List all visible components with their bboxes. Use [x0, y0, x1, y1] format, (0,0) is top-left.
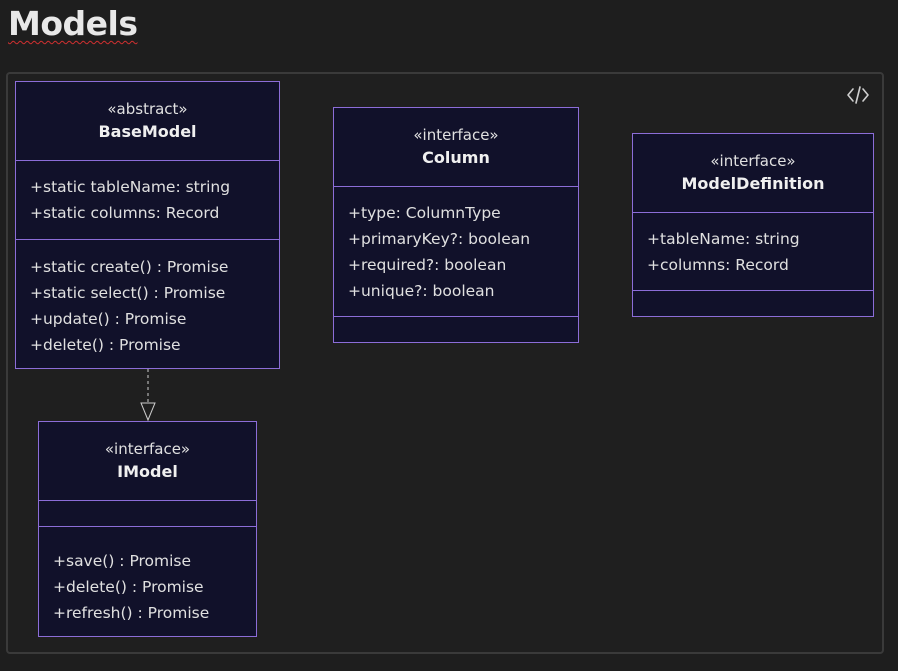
attribute-item: +static tableName: string	[30, 178, 231, 196]
methods-section: +save() : Promise +delete() : Promise +r…	[39, 527, 256, 626]
class-name: Column	[422, 148, 490, 167]
class-header: «interface» ModelDefinition	[633, 134, 873, 213]
method-item: +delete() : Promise	[30, 336, 181, 354]
class-stereotype: «interface»	[104, 440, 191, 458]
class-stereotype: «interface»	[413, 126, 499, 144]
class-stereotype: «interface»	[710, 152, 796, 170]
class-basemodel[interactable]: «abstract» BaseModel +static tableName: …	[15, 81, 280, 369]
attributes-section: +type: ColumnType +primaryKey?: boolean …	[334, 187, 578, 317]
method-item: +update() : Promise	[30, 310, 187, 328]
method-item: +save() : Promise	[53, 552, 192, 570]
class-name: ModelDefinition	[681, 174, 825, 193]
class-header: «interface» IModel	[39, 422, 256, 501]
class-imodel[interactable]: «interface» IModel +save() : Promise +de…	[38, 421, 257, 637]
attribute-item: +required?: boolean	[348, 256, 507, 274]
attribute-item: +columns: Record	[647, 256, 789, 274]
code-view-toggle-button[interactable]	[846, 84, 870, 106]
code-brackets-icon	[847, 86, 869, 104]
attribute-item: +unique?: boolean	[348, 282, 495, 300]
attributes-section	[39, 501, 256, 527]
attribute-item: +tableName: string	[647, 230, 800, 248]
attribute-item: +static columns: Record	[30, 204, 220, 222]
method-item: +static create() : Promise	[30, 258, 229, 276]
class-name: BaseModel	[98, 122, 197, 141]
class-column[interactable]: «interface» Column +type: ColumnType +pr…	[333, 107, 579, 343]
class-stereotype: «abstract»	[107, 100, 188, 118]
methods-section: +static create() : Promise +static selec…	[16, 240, 279, 358]
attribute-item: +primaryKey?: boolean	[348, 230, 531, 248]
class-name: IModel	[117, 462, 178, 481]
method-item: +delete() : Promise	[53, 578, 204, 596]
page-title: Models	[8, 4, 138, 43]
attributes-section: +static tableName: string +static column…	[16, 161, 279, 240]
class-header: «interface» Column	[334, 108, 578, 187]
attribute-item: +type: ColumnType	[348, 204, 501, 222]
class-header: «abstract» BaseModel	[16, 82, 279, 161]
method-item: +static select() : Promise	[30, 284, 226, 302]
method-item: +refresh() : Promise	[53, 604, 210, 622]
class-modeldefinition[interactable]: «interface» ModelDefinition +tableName: …	[632, 133, 874, 317]
attributes-section: +tableName: string +columns: Record	[633, 213, 873, 291]
